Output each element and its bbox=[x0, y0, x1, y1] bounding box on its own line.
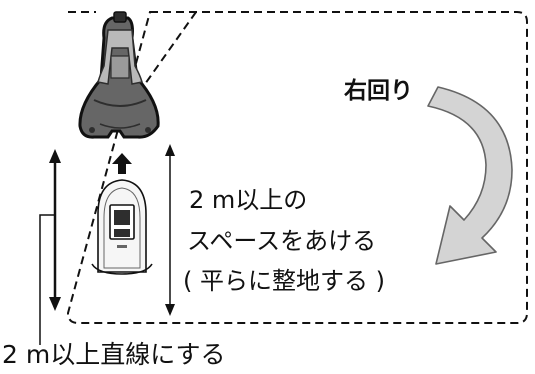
curved-arrow-icon bbox=[427, 86, 513, 265]
up-arrow-icon bbox=[112, 153, 132, 174]
charging-station-icon bbox=[91, 179, 153, 275]
space-requirement-line-2: スペースをあける bbox=[187, 227, 377, 255]
work-area-boundary bbox=[66, 11, 528, 324]
work-area-boundary-diagonal bbox=[144, 11, 197, 85]
straight-section-label: 2 m以上直線にする bbox=[2, 340, 226, 369]
straight-label-leader bbox=[39, 214, 55, 345]
robot-mower-icon bbox=[78, 11, 160, 139]
space-requirement-line-1: 2 m以上の bbox=[189, 186, 308, 214]
space-requirement-line-3: ( 平らに整地する ) bbox=[183, 267, 385, 295]
straight-measurement-arrow bbox=[49, 149, 61, 311]
rotation-direction-label: 右回り bbox=[344, 78, 413, 104]
space-measurement-arrow bbox=[165, 144, 175, 316]
